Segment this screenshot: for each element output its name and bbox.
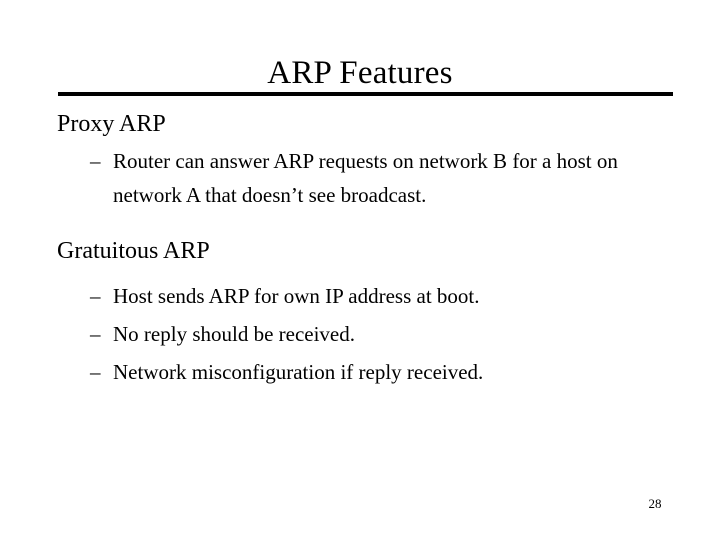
en-dash-bullet-icon: – xyxy=(90,149,101,173)
list-item-text: Network misconfiguration if reply receiv… xyxy=(113,360,484,384)
title-divider-rule xyxy=(58,92,673,96)
page-number: 28 xyxy=(648,496,662,511)
bullet-list-gratuitous-arp: – Host sends ARP for own IP address at b… xyxy=(0,277,720,391)
list-item: – Network misconfiguration if reply rece… xyxy=(0,353,720,391)
page-title: ARP Features xyxy=(267,55,453,92)
list-item: – No reply should be received. xyxy=(0,315,720,353)
en-dash-bullet-icon: – xyxy=(90,284,101,308)
list-item-text: No reply should be received. xyxy=(113,322,356,346)
slide-body: Proxy ARP – Router can answer ARP reques… xyxy=(0,108,720,391)
list-item-text: Host sends ARP for own IP address at boo… xyxy=(113,284,480,308)
section-proxy-arp: Proxy ARP – Router can answer ARP reques… xyxy=(0,108,720,212)
en-dash-bullet-icon: – xyxy=(90,360,101,384)
bullet-list-proxy-arp: – Router can answer ARP requests on netw… xyxy=(0,145,720,212)
section-heading-gratuitous-arp: Gratuitous ARP xyxy=(57,238,210,264)
en-dash-bullet-icon: – xyxy=(90,322,101,346)
list-item: – Host sends ARP for own IP address at b… xyxy=(0,277,720,315)
list-item: – Router can answer ARP requests on netw… xyxy=(0,145,720,212)
section-gratuitous-arp: Gratuitous ARP – Host sends ARP for own … xyxy=(0,235,720,391)
list-item-text: Router can answer ARP requests on networ… xyxy=(113,149,618,207)
section-heading-proxy-arp: Proxy ARP xyxy=(57,111,166,137)
